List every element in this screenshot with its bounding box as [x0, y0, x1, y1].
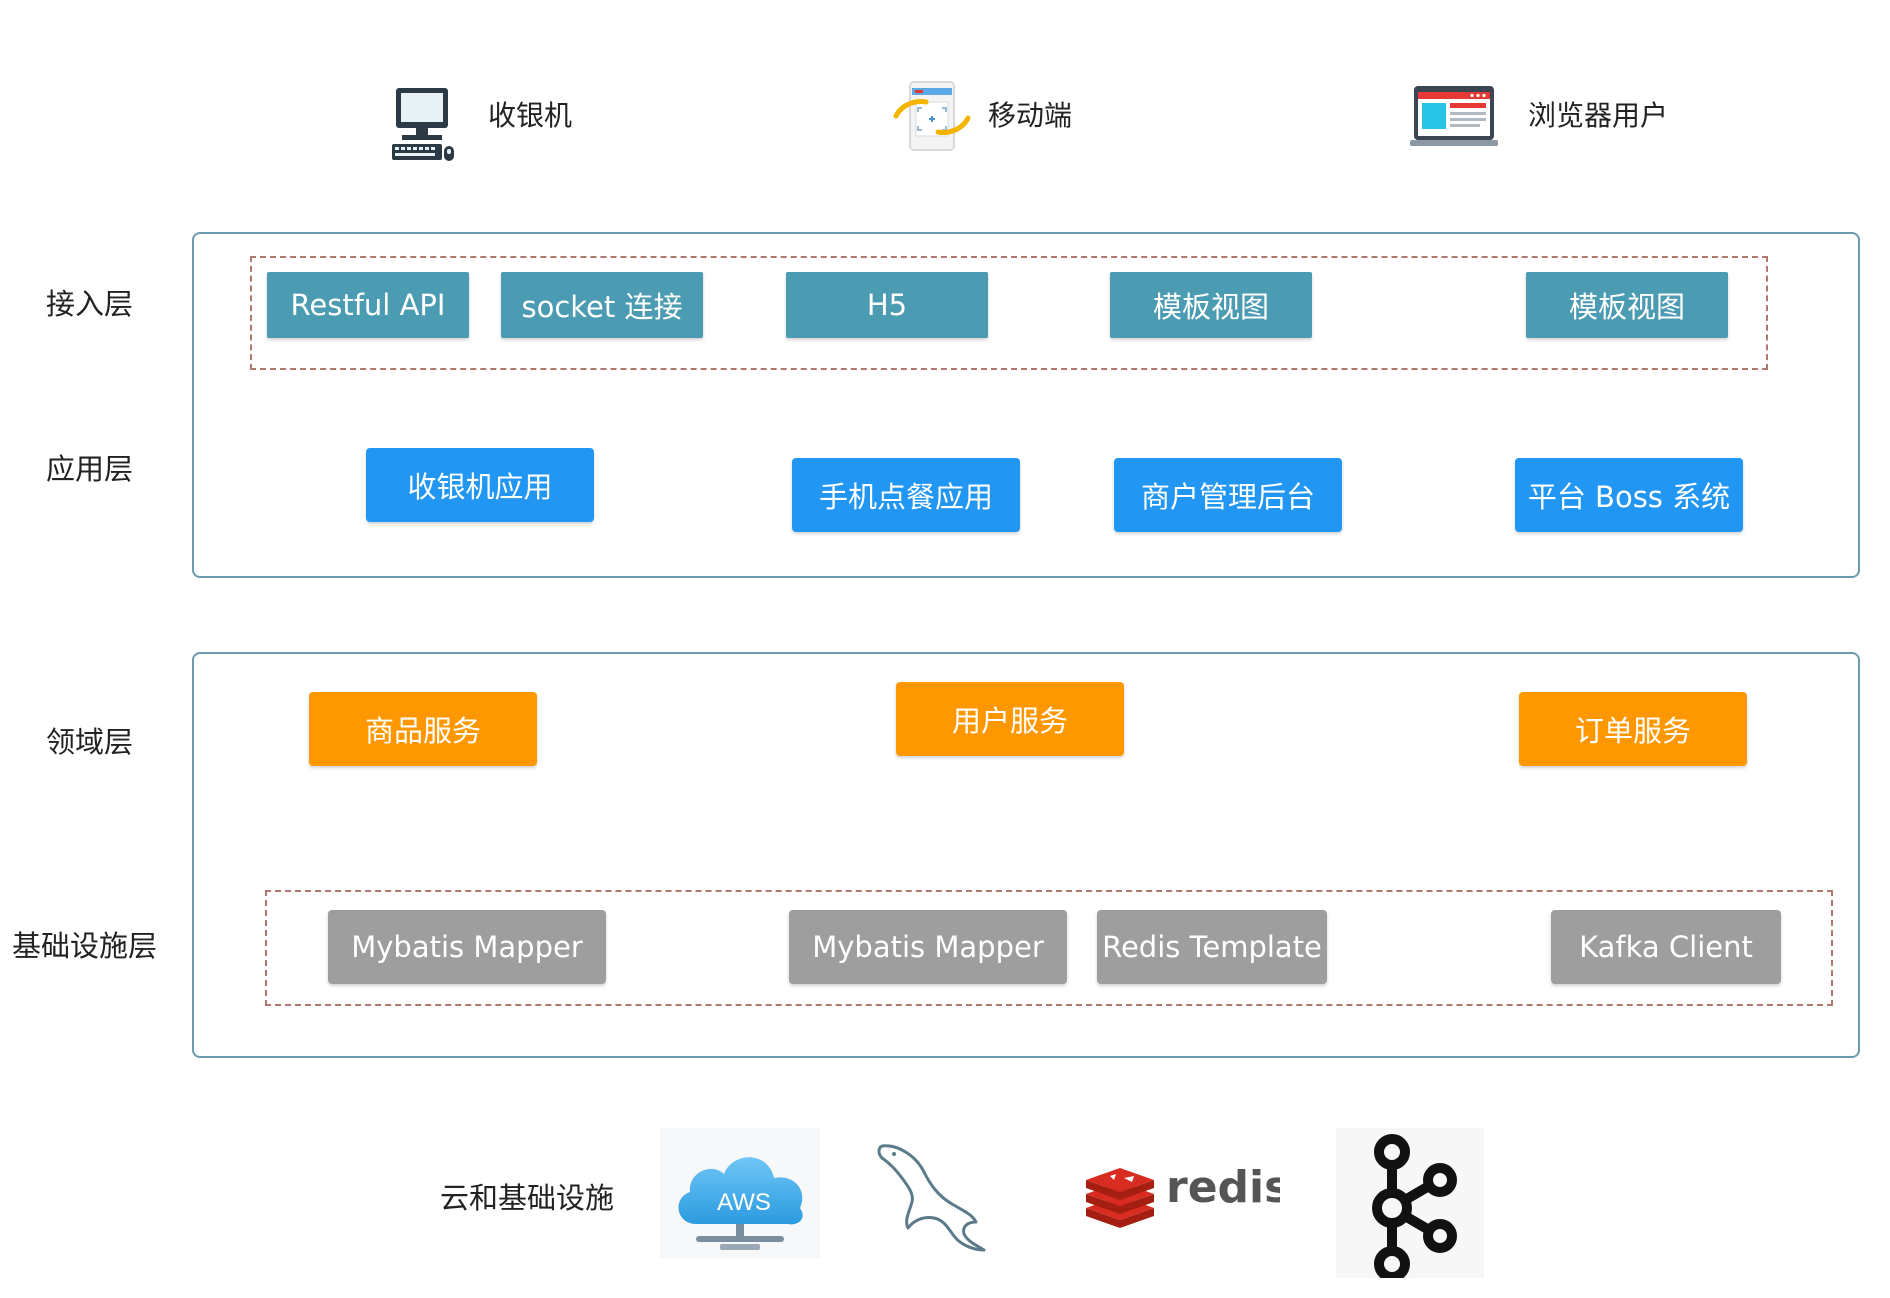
layer-label-application: 应用层	[46, 452, 134, 486]
infra-item-mybatis-mapper-2: Mybatis Mapper	[789, 910, 1067, 984]
client-label-browser: 浏览器用户	[1528, 99, 1669, 132]
infrastructure-layer-group	[265, 890, 1833, 1006]
infra-item-mybatis-mapper-1: Mybatis Mapper	[328, 910, 606, 984]
aws-cloud-logo: AWS	[660, 1128, 820, 1258]
mysql-dolphin-logo	[868, 1138, 998, 1256]
infra-item-kafka-client: Kafka Client	[1551, 910, 1781, 984]
access-application-frame	[192, 232, 1860, 578]
app-item-cashier: 收银机应用	[366, 448, 594, 522]
app-item-mobile-order: 手机点餐应用	[792, 458, 1020, 532]
access-item-h5: H5	[786, 272, 988, 338]
kafka-logo	[1336, 1128, 1484, 1282]
redis-logo: redis	[1080, 1150, 1290, 1240]
access-layer-group	[250, 256, 1768, 370]
layer-label-infrastructure: 基础设施层	[12, 929, 158, 963]
access-item-template-view-2: 模板视图	[1526, 272, 1728, 338]
client-label-mobile: 移动端	[988, 99, 1073, 132]
app-item-merchant-admin: 商户管理后台	[1114, 458, 1342, 532]
redis-logo-text: redis	[1166, 1162, 1280, 1213]
layer-label-domain: 领域层	[46, 725, 134, 759]
client-label-cashier: 收银机	[488, 99, 573, 132]
cloud-infrastructure-label: 云和基础设施	[440, 1181, 615, 1215]
infra-item-redis-template: Redis Template	[1097, 910, 1327, 984]
domain-item-product-service: 商品服务	[309, 692, 537, 766]
layer-label-access: 接入层	[46, 287, 134, 321]
aws-logo-text: AWS	[717, 1189, 771, 1216]
desktop-computer-icon	[390, 86, 456, 162]
domain-infrastructure-frame	[192, 652, 1860, 1058]
access-item-restful-api: Restful API	[267, 272, 469, 338]
domain-item-order-service: 订单服务	[1519, 692, 1747, 766]
app-item-platform-boss: 平台 Boss 系统	[1515, 458, 1743, 532]
browser-window-icon	[1410, 84, 1498, 150]
mobile-device-icon	[892, 78, 972, 154]
access-item-template-view-1: 模板视图	[1110, 272, 1312, 338]
access-item-socket: socket 连接	[501, 272, 703, 338]
domain-item-user-service: 用户服务	[896, 682, 1124, 756]
